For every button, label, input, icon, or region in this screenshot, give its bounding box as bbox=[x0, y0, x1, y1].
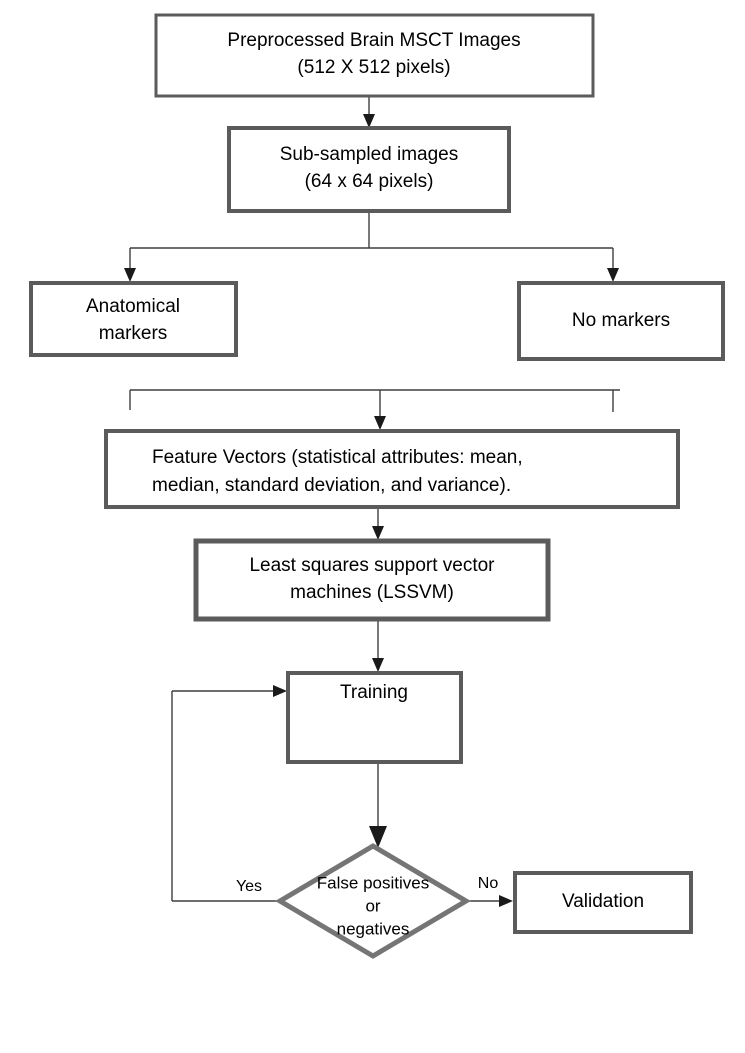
node-subsampled-images-line1: Sub-sampled images bbox=[280, 144, 458, 165]
connector-preprocessed-to-subsampled bbox=[363, 96, 375, 128]
connector-subsampled-to-split bbox=[124, 211, 619, 282]
node-feature-vectors-line1: Feature Vectors (statistical attributes:… bbox=[152, 447, 523, 468]
node-training: Training bbox=[286, 671, 463, 764]
connector-features-to-lssvm bbox=[372, 508, 384, 540]
node-decision-line2: or bbox=[365, 896, 380, 915]
edge-label-no: No bbox=[478, 875, 499, 892]
node-no-markers: No markers bbox=[517, 281, 725, 361]
edge-label-yes: Yes bbox=[236, 878, 262, 895]
connector-markers-to-features bbox=[129, 389, 620, 430]
node-lssvm-line2: machines (LSSVM) bbox=[290, 582, 454, 603]
node-anatomical-markers: Anatomical markers bbox=[29, 281, 238, 357]
node-preprocessed-images: Preprocessed Brain MSCT Images (512 X 51… bbox=[154, 13, 595, 98]
node-feature-vectors-line2: median, standard deviation, and variance… bbox=[152, 475, 511, 496]
node-lssvm-line1: Least squares support vector bbox=[249, 555, 495, 576]
node-subsampled-images-line2: (64 x 64 pixels) bbox=[305, 171, 434, 192]
connector-decision-to-training-loop bbox=[171, 685, 287, 902]
connector-lssvm-to-training bbox=[372, 620, 384, 672]
node-training-line1: Training bbox=[340, 682, 408, 703]
connector-training-to-decision bbox=[369, 763, 387, 848]
node-feature-vectors: Feature Vectors (statistical attributes:… bbox=[104, 429, 680, 509]
node-preprocessed-images-line2: (512 X 512 pixels) bbox=[297, 57, 450, 78]
node-decision: False positives or negatives bbox=[275, 843, 471, 959]
node-lssvm: Least squares support vector machines (L… bbox=[193, 538, 551, 622]
node-decision-line1: False positives bbox=[317, 873, 429, 892]
node-decision-line3: negatives bbox=[337, 919, 410, 938]
connector-decision-to-validation bbox=[468, 895, 513, 907]
node-preprocessed-images-line1: Preprocessed Brain MSCT Images bbox=[227, 30, 520, 51]
node-validation: Validation bbox=[513, 871, 693, 934]
node-subsampled-images: Sub-sampled images (64 x 64 pixels) bbox=[227, 126, 511, 213]
node-no-markers-line1: No markers bbox=[572, 310, 670, 331]
node-validation-line1: Validation bbox=[562, 891, 644, 912]
node-anatomical-markers-line1: Anatomical bbox=[86, 296, 180, 317]
node-anatomical-markers-line2: markers bbox=[99, 323, 168, 344]
